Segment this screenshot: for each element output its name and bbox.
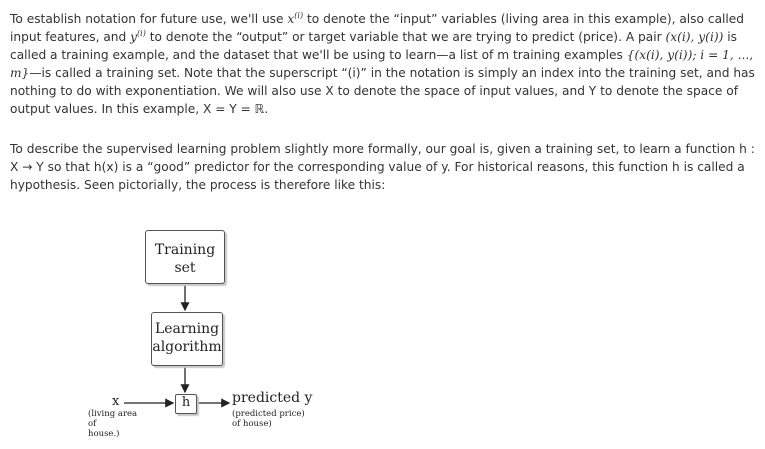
hypothesis-box: h [175, 394, 197, 414]
math-y: y(i) [130, 29, 146, 45]
paragraph-notation: To establish notation for future use, we… [10, 10, 758, 118]
output-y-note-line-2: of house) [232, 419, 272, 429]
training-set-label-2: set [174, 260, 196, 276]
text-run: to denote the “output” or target variabl… [145, 30, 666, 44]
output-y-label: predicted y [232, 390, 313, 406]
paragraph-hypothesis: To describe the supervised learning prob… [10, 142, 755, 192]
hypothesis-label: h [181, 395, 191, 410]
input-x-note: (living area of house.) [88, 409, 148, 439]
output-y-note-line-1: (predicted price) [232, 409, 305, 419]
math-superscript: (i) [137, 29, 146, 38]
math-training-list: {(x(i), y(i)); i = 1, ..., m} [10, 48, 754, 80]
text-run: is called a training example, and the da… [10, 30, 737, 62]
input-x-label: x [112, 394, 120, 409]
input-x-note-line-1: (living area of [88, 409, 138, 429]
notes-text: To establish notation for future use, we… [10, 10, 758, 194]
math-y-symbol: y [130, 30, 138, 44]
math-pair: (x(i), y(i)) [665, 30, 724, 44]
training-set-box: Training set [145, 230, 225, 284]
math-superscript: (i) [294, 11, 304, 20]
math-x: x(i) [287, 11, 304, 27]
input-x-note-line-2: house.) [88, 429, 120, 439]
math-x-symbol: x [287, 12, 295, 26]
text-run: to denote the “input” variables (living … [10, 12, 745, 44]
learning-algorithm-box: Learning algorithm [151, 312, 223, 366]
training-set-label-1: Training [154, 242, 216, 258]
text-run: To establish notation for future use, we… [10, 12, 288, 26]
text-run: —is called a training set. Note that the… [10, 66, 755, 116]
output-y-note: (predicted price) of house) [232, 409, 312, 429]
learning-algorithm-label-2: algorithm [152, 339, 222, 355]
learning-algorithm-label-1: Learning [154, 321, 220, 337]
